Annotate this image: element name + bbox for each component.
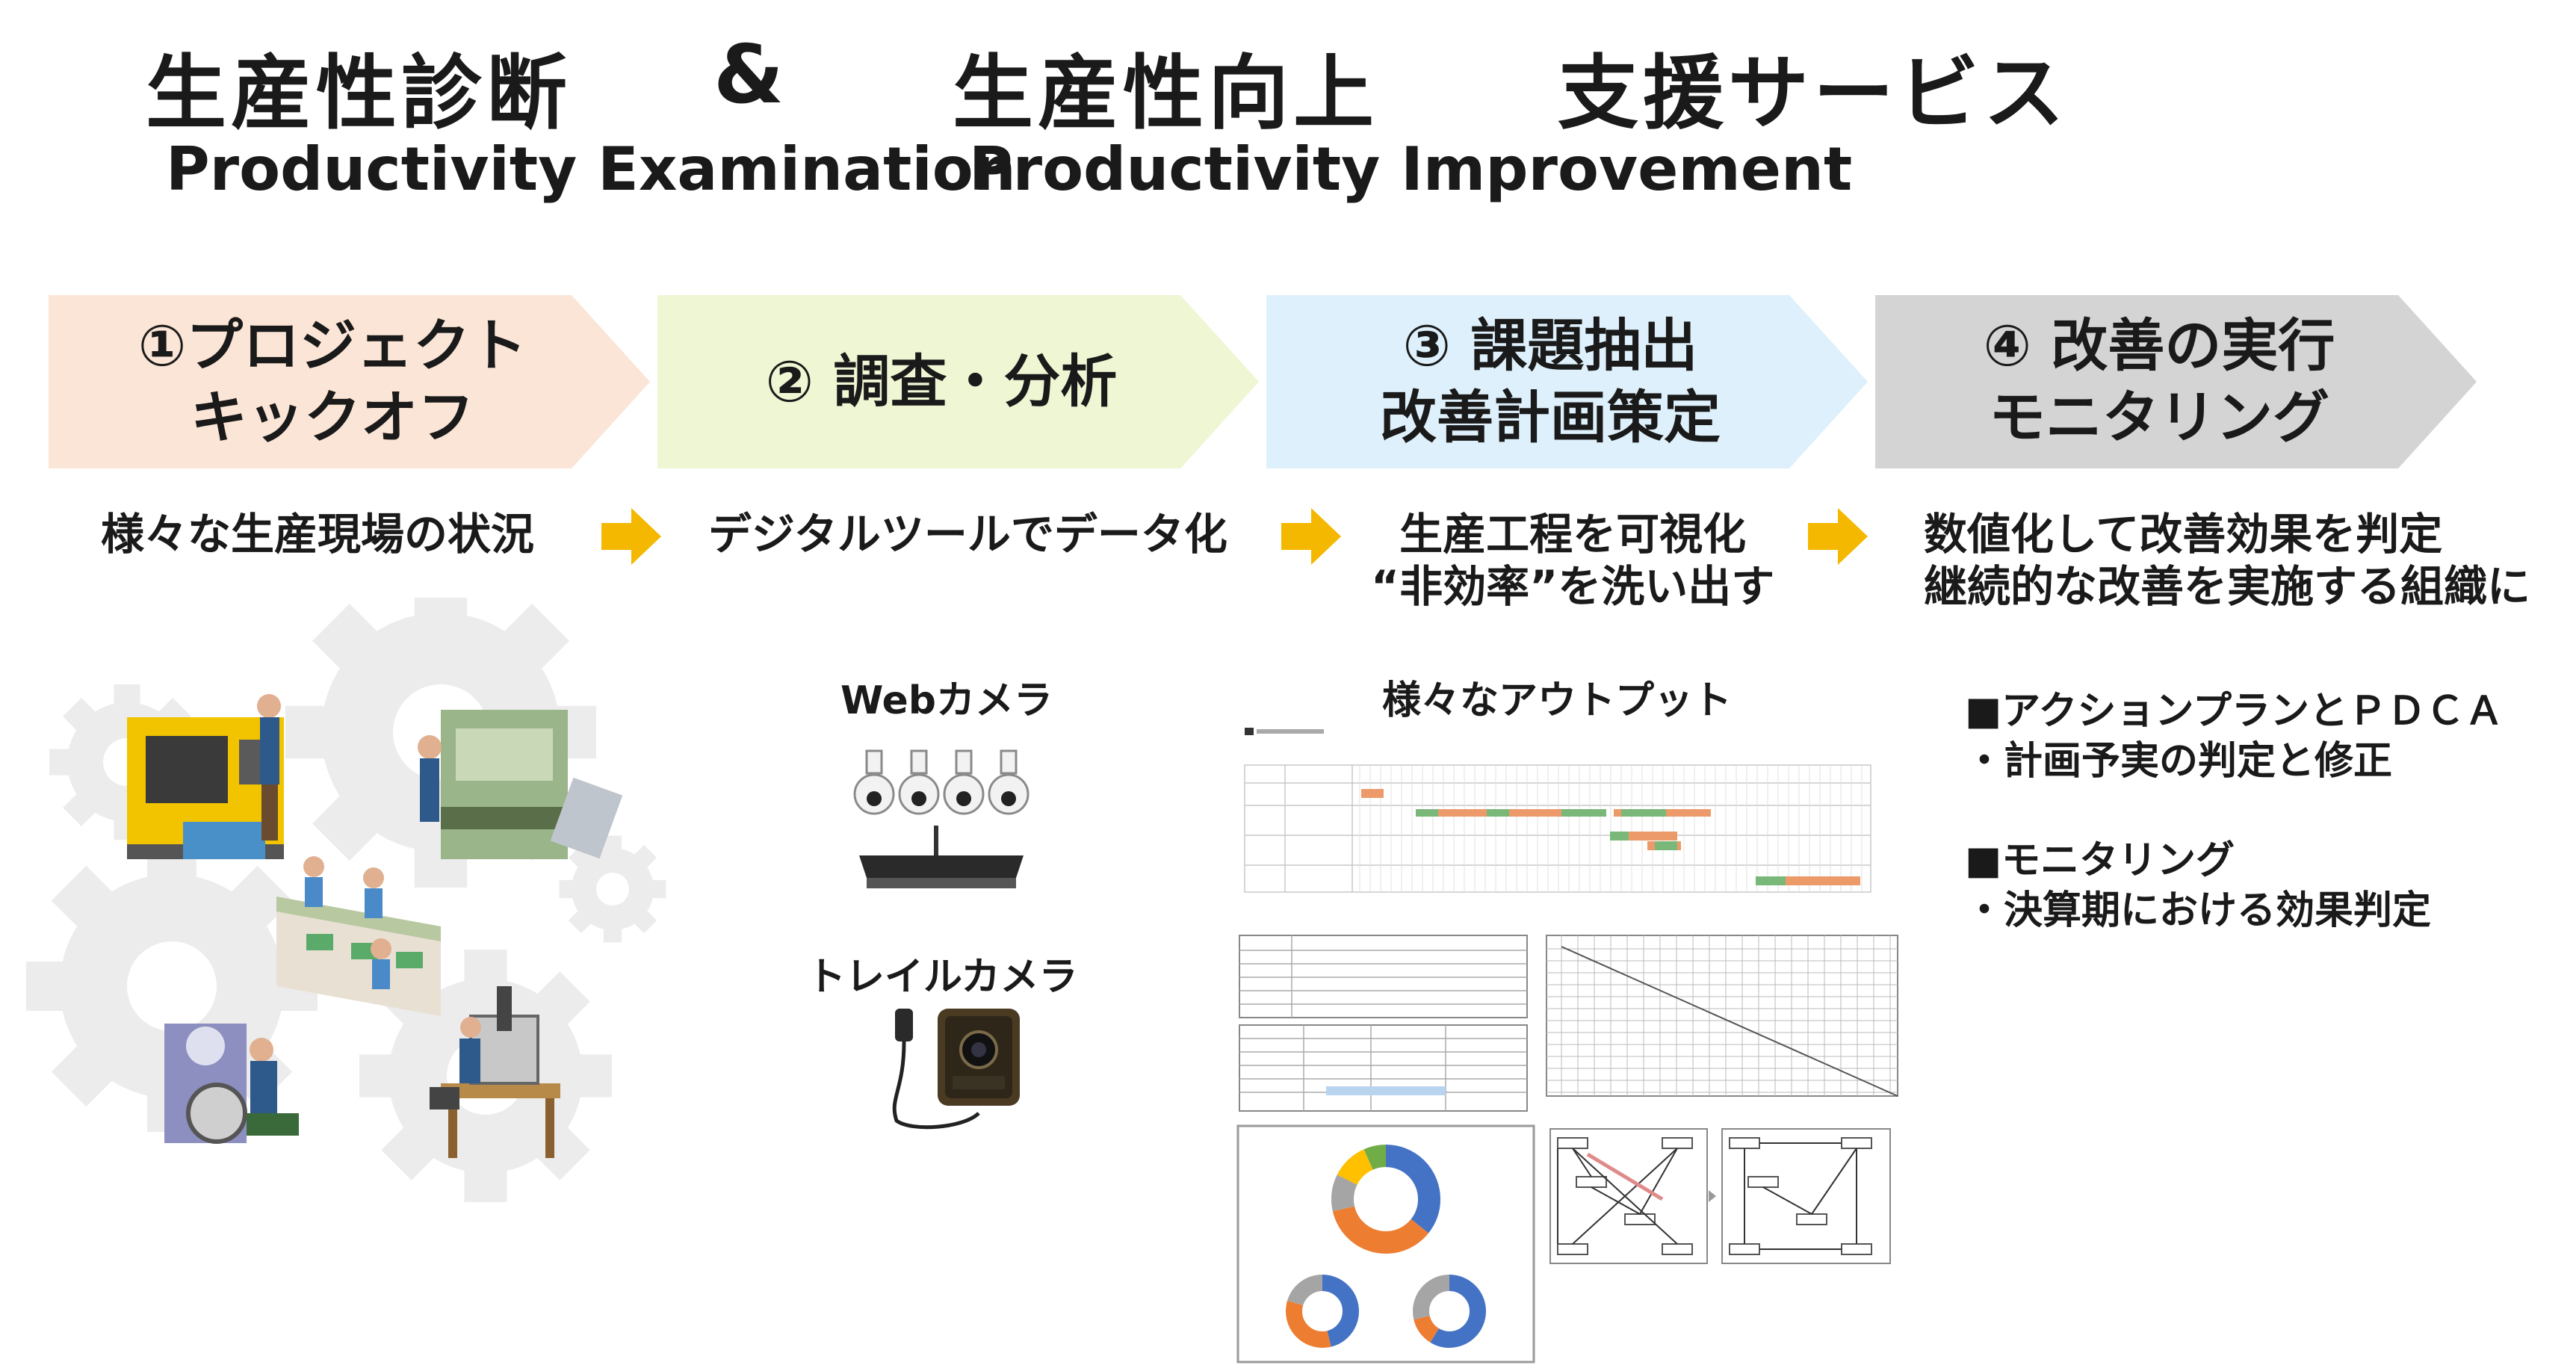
description-2: デジタルツールでデータ化	[708, 509, 1227, 560]
factory-illustration	[26, 598, 666, 1202]
title-ampersand: &	[713, 28, 789, 122]
lathe-machine-icon	[164, 1024, 299, 1144]
step-4-chevron: ④ 改善の実行 モニタリング	[1875, 295, 2477, 468]
pdca-item: ・計画予実の判定と修正	[1965, 739, 2393, 784]
press-machine-icon	[418, 710, 623, 859]
step-2-label: ② 調査・分析	[765, 348, 1118, 415]
title-productivity-improvement-jp: 生産性向上	[953, 47, 1379, 140]
gantt-chart-thumbnail	[1240, 723, 1875, 897]
title-productivity-examination-en: Productivity Examination	[166, 134, 1016, 204]
trail-camera-label: トレイルカメラ	[807, 955, 1078, 1000]
flow-arrow-icon	[601, 508, 661, 565]
description-4: 数値化して改善効果を判定 継続的な改善を実施する組織に	[1924, 509, 2531, 612]
step-1-chevron: ①プロジェクト キックオフ	[49, 295, 650, 468]
monitoring-item: ・決算期における効果判定	[1965, 888, 2432, 933]
title-productivity-examination-jp: 生産性診断	[146, 47, 572, 140]
step-4-label: ④ 改善の実行 モニタリング	[1983, 312, 2335, 451]
description-3: 生産工程を可視化 “非効率”を洗い出す	[1371, 509, 1775, 612]
title-support-service-jp: 支援サービス	[1558, 47, 2069, 140]
step-2-chevron: ② 調査・分析	[657, 295, 1259, 468]
donut-chart-sheet-thumbnail	[1236, 1124, 1535, 1364]
trail-camera-icon	[892, 1009, 1020, 1130]
web-camera-icon	[853, 749, 1030, 888]
step-3-chevron: ③ 課題抽出 改善計画策定	[1266, 295, 1868, 468]
pdca-title: ■アクションプランとＰＤＣＡ	[1965, 689, 2504, 734]
description-1: 様々な生産現場の状況	[101, 509, 535, 560]
process-analysis-sheet-thumbnail	[1239, 935, 1528, 1112]
flow-arrow-icon	[1808, 508, 1868, 565]
workbench-machine-icon	[430, 986, 560, 1158]
step-3-label: ③ 課題抽出 改善計画策定	[1380, 312, 1721, 451]
step-1-label: ①プロジェクト キックオフ	[137, 312, 527, 451]
outputs-title: 様々なアウトプット	[1382, 678, 1733, 723]
yellow-machine-icon	[127, 694, 284, 859]
gear-icon	[559, 835, 666, 943]
donut-chart-small	[1286, 1275, 1359, 1348]
from-to-matrix-thumbnail	[1546, 935, 1898, 1097]
assembly-line-icon	[276, 856, 441, 1016]
monitoring-title: ■モニタリング	[1965, 838, 2235, 883]
title-productivity-improvement-en: Productivity Improvement	[969, 134, 1853, 204]
flow-arrow-icon	[1281, 508, 1341, 565]
web-camera-label: Webカメラ	[840, 678, 1053, 723]
flow-diagram-thumbnail	[1549, 1128, 1891, 1264]
donut-chart-main	[1331, 1145, 1440, 1254]
donut-chart-small	[1413, 1275, 1486, 1348]
